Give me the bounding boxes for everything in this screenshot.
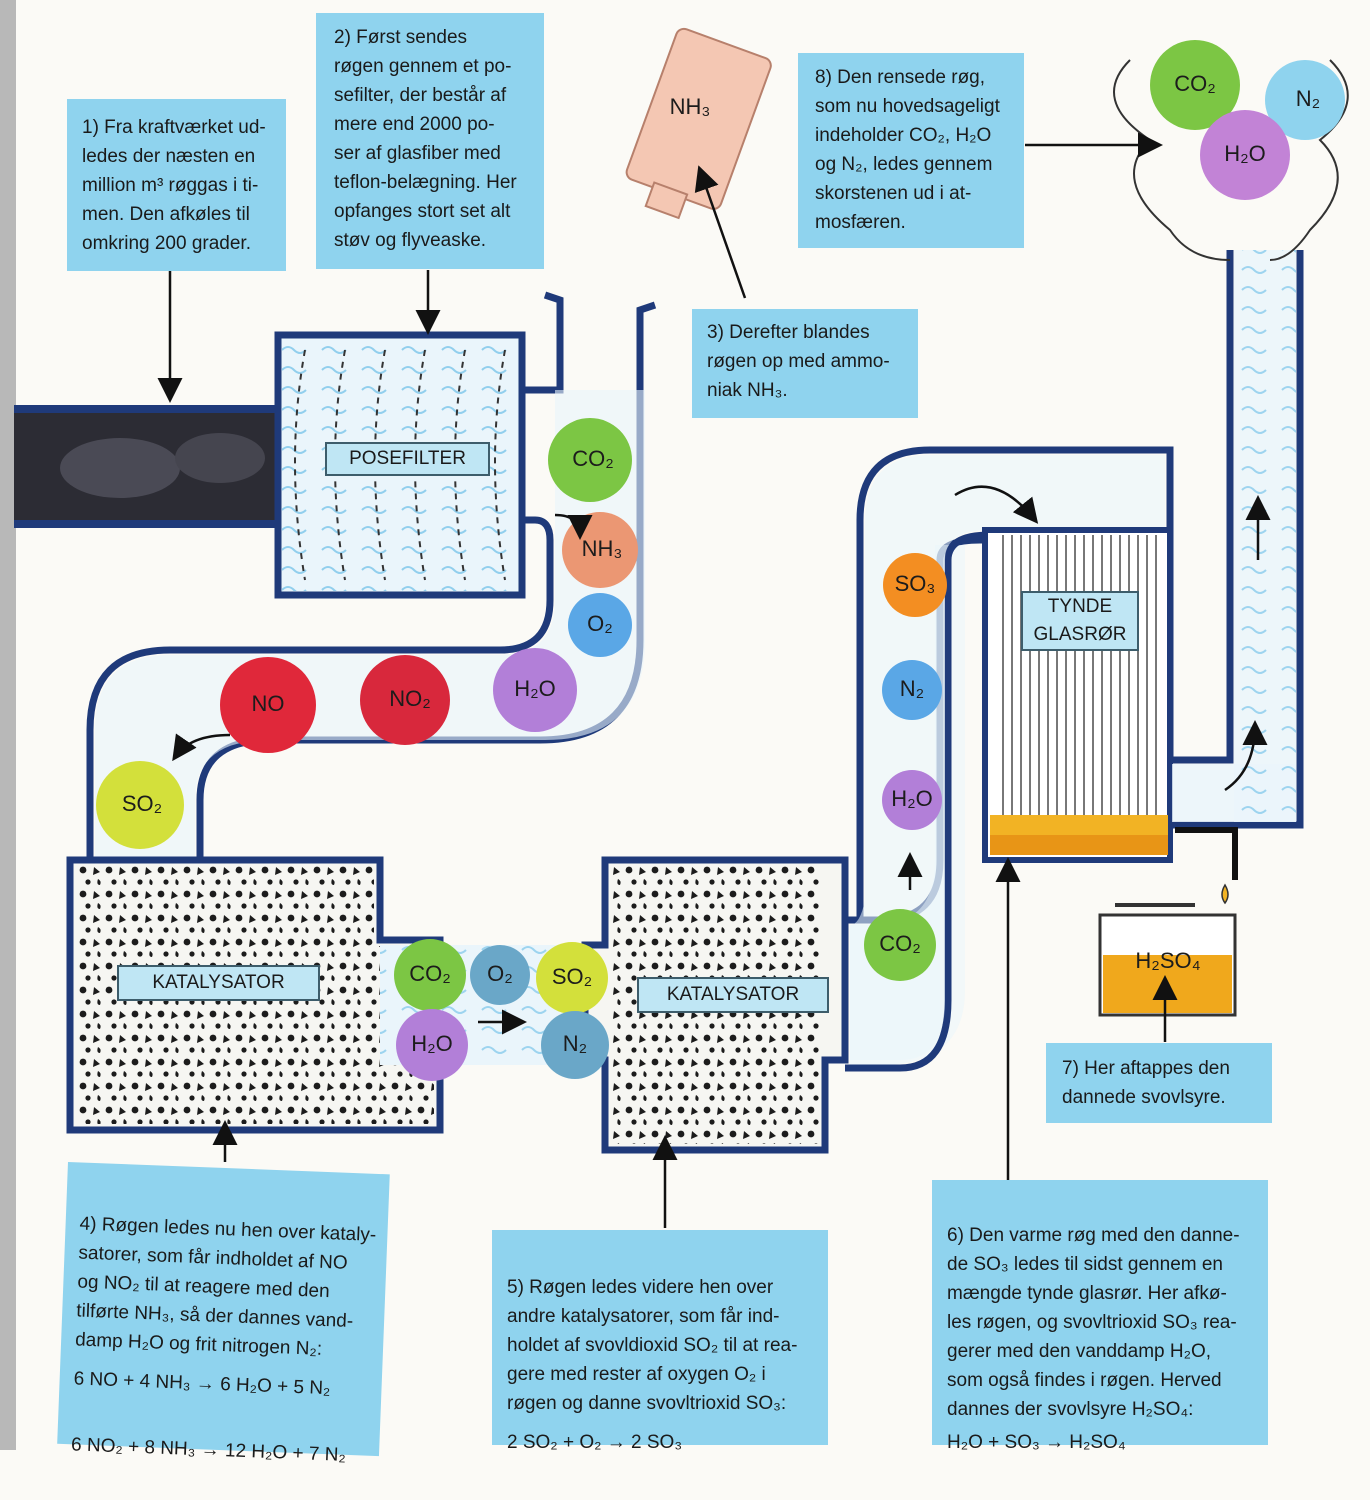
molecule-so3-c: SO₃ [883, 553, 947, 617]
molecule-o2-b: O₂ [470, 945, 530, 1005]
caption-step-3: 3) Derefter blandes røgen op med ammo- n… [692, 309, 918, 418]
glass-tube-chamber [985, 530, 1170, 860]
svg-text:SO₂: SO₂ [552, 964, 592, 989]
svg-text:CO₂: CO₂ [879, 931, 921, 956]
glasror-label: TYNDE GLASRØR [1021, 591, 1139, 651]
molecule-h2o-b: H₂O [396, 1009, 468, 1081]
page-edge [0, 0, 16, 1450]
molecule-o2-a: O₂ [568, 593, 632, 657]
svg-text:H₂O: H₂O [891, 786, 933, 811]
svg-text:O₂: O₂ [487, 961, 513, 986]
svg-text:NO₂: NO₂ [389, 686, 431, 711]
katalysator-1-label: KATALYSATOR [117, 965, 320, 1001]
molecule-co2-c: CO₂ [864, 909, 936, 981]
molecule-so2-a: SO₂ [96, 761, 184, 849]
caption-step-1: 1) Fra kraftværket ud- ledes der næsten … [67, 99, 286, 271]
diagram-stage: CO₂ NH₃ O₂ H₂O NO₂ NO SO₂ CO₂ O₂ SO₂ H₂O… [0, 0, 1370, 1450]
svg-text:CO₂: CO₂ [409, 961, 451, 986]
caption-step-7: 7) Her aftappes den dannede svovlsyre. [1046, 1043, 1272, 1123]
svg-text:CO₂: CO₂ [1174, 71, 1216, 96]
caption-step-6: 6) Den varme røg med den danne- de SO₃ l… [932, 1180, 1268, 1445]
caption-step-8: 8) Den rensede røg, som nu hovedsageligt… [798, 53, 1024, 248]
posefilter-label: POSEFILTER [325, 442, 490, 476]
caption-step-4: 4) Røgen ledes nu hen over kataly- sator… [57, 1162, 390, 1456]
caption-step-6-text: 6) Den varme røg med den danne- de SO₃ l… [947, 1225, 1240, 1420]
molecule-h2o-c: H₂O [882, 770, 942, 830]
chimney [1168, 250, 1300, 825]
svg-text:H₂O: H₂O [514, 676, 556, 701]
molecule-n2-c: N₂ [882, 660, 942, 720]
caption-step-2: 2) Først sendes røgen gennem et po- sefi… [316, 13, 544, 269]
molecule-nh3-a: NH₃ [562, 512, 638, 588]
caption-step-6-eq: H₂O + SO₃ → H₂SO₄ [947, 1428, 1262, 1457]
caption-step-4-eq2: 6 NO₂ + 8 NH₃ → 12 H₂O + 7 N₂ [71, 1430, 372, 1470]
svg-text:N₂: N₂ [563, 1031, 587, 1056]
molecule-h2o-out: H₂O [1200, 110, 1290, 200]
acid-label: H₂SO₄ [1135, 948, 1200, 973]
svg-text:O₂: O₂ [587, 611, 613, 636]
svg-text:H₂O: H₂O [411, 1031, 453, 1056]
inlet-pipe [14, 405, 289, 528]
svg-text:H₂O: H₂O [1224, 141, 1266, 166]
molecule-so2-b: SO₂ [536, 942, 608, 1014]
molecule-n2-b: N₂ [541, 1011, 609, 1079]
molecule-no-a: NO [220, 657, 316, 753]
caption-step-5-text: 5) Røgen ledes videre hen over andre kat… [507, 1277, 797, 1414]
svg-text:SO₃: SO₃ [895, 571, 936, 596]
svg-text:NH₃: NH₃ [582, 536, 623, 561]
molecule-co2-b: CO₂ [394, 939, 466, 1011]
bottle-label: NH₃ [670, 94, 711, 119]
molecule-h2o-a: H₂O [493, 648, 577, 732]
katalysator-2-label: KATALYSATOR [637, 977, 829, 1013]
svg-text:CO₂: CO₂ [572, 446, 614, 471]
svg-text:SO₂: SO₂ [122, 791, 162, 816]
svg-text:N₂: N₂ [900, 676, 924, 701]
molecule-no2-a: NO₂ [360, 655, 450, 745]
svg-text:NO: NO [252, 691, 285, 716]
caption-step-5-eq: 2 SO₂ + O₂ → 2 SO₃ [507, 1428, 822, 1457]
molecule-co2-a: CO₂ [548, 418, 632, 502]
caption-step-4-eq1: 6 NO + 4 NH₃ → 6 H₂O + 5 N₂ [73, 1364, 374, 1404]
caption-step-4-text: 4) Røgen ledes nu hen over kataly- sator… [75, 1213, 377, 1359]
caption-step-5: 5) Røgen ledes videre hen over andre kat… [492, 1230, 828, 1445]
ammonia-bottle [618, 27, 774, 230]
svg-text:N₂: N₂ [1296, 86, 1320, 111]
